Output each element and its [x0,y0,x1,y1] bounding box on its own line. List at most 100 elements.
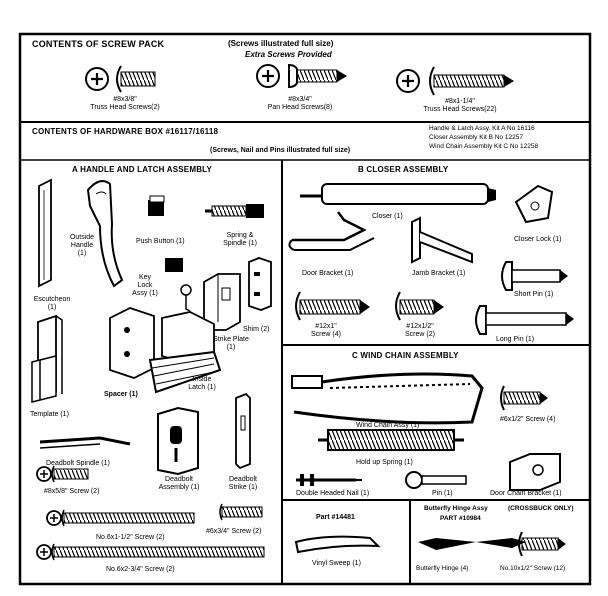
template-icon [31,355,57,403]
double-headed-nail-icon [296,474,362,486]
line: (1) [226,344,236,352]
line: Inside [192,376,212,383]
section-a-title: A HANDLE AND LATCH ASSEMBLY [72,165,213,174]
inside-latch-label: Inside Latch (1) [178,376,226,392]
screw-6x3-4-label: #6x3/4" Screw (2) [206,528,262,535]
hinge-screw-icon [518,531,566,557]
name-label: Truss Head Screws(2) [90,104,160,112]
escutcheon-icon [38,178,52,288]
door-bracket-icon [288,211,375,251]
kit-c-label: Wind Chain Assembly Kit C No 12258 [429,143,539,150]
truss-screw-short-icon [85,65,156,93]
line: Strike Plate [213,336,249,343]
deadbolt-strike-label: Deadbolt Strike (1) [222,476,264,492]
line: Handle [70,242,94,250]
spring-spindle-icon [205,204,264,218]
jamb-bracket-label: Jamb Bracket (1) [412,270,466,277]
short-pin-label: Short Pin (1) [514,291,554,298]
shim-label: Shim (2) [243,326,270,333]
truss-screw-long-caption: #8x1-1/4" Truss Head Screws(22) [405,98,515,114]
line: (1) [77,250,87,258]
hinge-crossbuck: (CROSSBUCK ONLY) [508,505,574,512]
line: Outside [69,234,95,241]
line: Latch (1) [188,384,216,392]
screw-8x5-8-icon [36,465,89,483]
hinge-part: PART #10984 [440,515,481,522]
spacer-icon [109,307,155,379]
key-lock-icon [165,258,192,312]
key-lock-label: Key Lock Assy (1) [130,274,160,298]
screw-8x5-8-label: #8x5/8" Screw (2) [44,488,100,495]
size-label: #8x3/8" [113,96,137,103]
screw-6x2-3-4-icon [36,543,265,561]
closer-lock-label: Closer Lock (1) [514,236,562,243]
line: Assembly (1) [158,484,200,492]
line: Escutcheon [33,296,71,303]
line: #12x1/2" [406,323,434,330]
screw-12x1-icon [295,291,370,321]
screw-12x1-label: #12x1" Screw (4) [306,323,346,339]
push-button-icon [148,195,165,216]
door-chain-bracket-icon [509,453,561,491]
screw-6x2-3-4-label: No.6x2-3/4" Screw (2) [106,566,175,573]
deadbolt-spindle-label: Deadbolt Spindle (1) [46,460,110,467]
vinyl-sweep-icon [294,535,381,554]
line: #12x1" [315,323,337,330]
screw-6x1-2-icon [500,385,548,411]
wind-chain-icon [291,372,484,425]
hold-up-spring-label: Hold up Spring (1) [356,459,413,466]
inside-latch-icon [148,311,222,394]
line: Screw (2) [405,331,435,339]
line: Screw (4) [311,331,341,339]
deadbolt-spindle-icon [39,436,131,449]
spacer-label: Spacer (1) [104,391,138,398]
strike-plate-label: Strike Plate (1) [206,336,256,352]
line: (1) [47,304,57,312]
kit-a-label: Handle & Latch Assy. Kit A No 16116 [429,125,535,132]
section-c-title: C WIND CHAIN ASSEMBLY [352,351,459,360]
hinge-title: Butterfly Hinge Assy [424,505,488,512]
screw-pack-title: CONTENTS OF SCREW PACK [32,39,165,49]
hardware-box-title: CONTENTS OF HARDWARE BOX #16117/16118 [32,127,219,136]
line: Strike (1) [228,484,258,492]
deadbolt-assembly-icon [157,406,199,476]
truss-screw-short-caption: #8x3/8" Truss Head Screws(2) [80,96,170,112]
screw-pack-note: (Screws illustrated full size) [228,39,334,48]
double-headed-nail-label: Double Headed Nail (1) [296,490,370,497]
screw-6x1-2-label: #6x1/2" Screw (4) [500,416,556,423]
door-chain-bracket-label: Door Chain Bracket (1) [490,490,562,497]
screw-pack-extra: Extra Screws Provided [245,50,332,59]
outside-handle-label: Outside Handle (1) [62,234,102,258]
pan-screw-caption: #8x3/4" Pan Head Screws(8) [255,96,345,112]
pan-screw-icon [256,63,347,89]
kit-b-label: Closer Assembly Kit B No 12257 [429,134,523,141]
screw-6x3-4-icon [219,503,263,521]
vinyl-sweep-label: Vinyl Sweep (1) [312,560,361,567]
hinge-screw-label: No.10x1/2" Screw (12) [500,565,566,572]
hardware-box-note: (Screws, Nail and Pins illustrated full … [210,147,351,154]
line: Key [138,274,152,281]
size-label: #8x3/4" [288,96,312,103]
closer-label: Closer (1) [372,213,403,220]
screw-6x1-1-2-label: No.6x1-1/2" Screw (2) [96,534,165,541]
line: Spring & [226,232,254,239]
closer-icon [300,183,496,205]
pin-label: Pin (1) [432,490,453,497]
jamb-bracket-icon [411,216,473,264]
deadbolt-strike-icon [235,392,251,470]
line: Deadbolt [228,476,258,483]
screw-12x1-2-icon [395,291,444,321]
escutcheon-label: Escutcheon (1) [28,296,76,312]
shim-icon [248,257,272,311]
screw-12x1-2-label: #12x1/2" Screw (2) [398,323,442,339]
spring-spindle-label: Spring & Spindle (1) [214,232,266,248]
short-pin-icon [501,261,568,291]
size-label: #8x1-1/4" [445,98,475,105]
wind-chain-label: Wind Chain Assy (1) [356,422,420,429]
vinyl-part-label: Part #14481 [316,514,355,521]
deadbolt-assembly-label: Deadbolt Assembly (1) [154,476,204,492]
closer-lock-icon [514,184,554,224]
line: Deadbolt [164,476,194,483]
outside-handle-icon [86,180,124,288]
